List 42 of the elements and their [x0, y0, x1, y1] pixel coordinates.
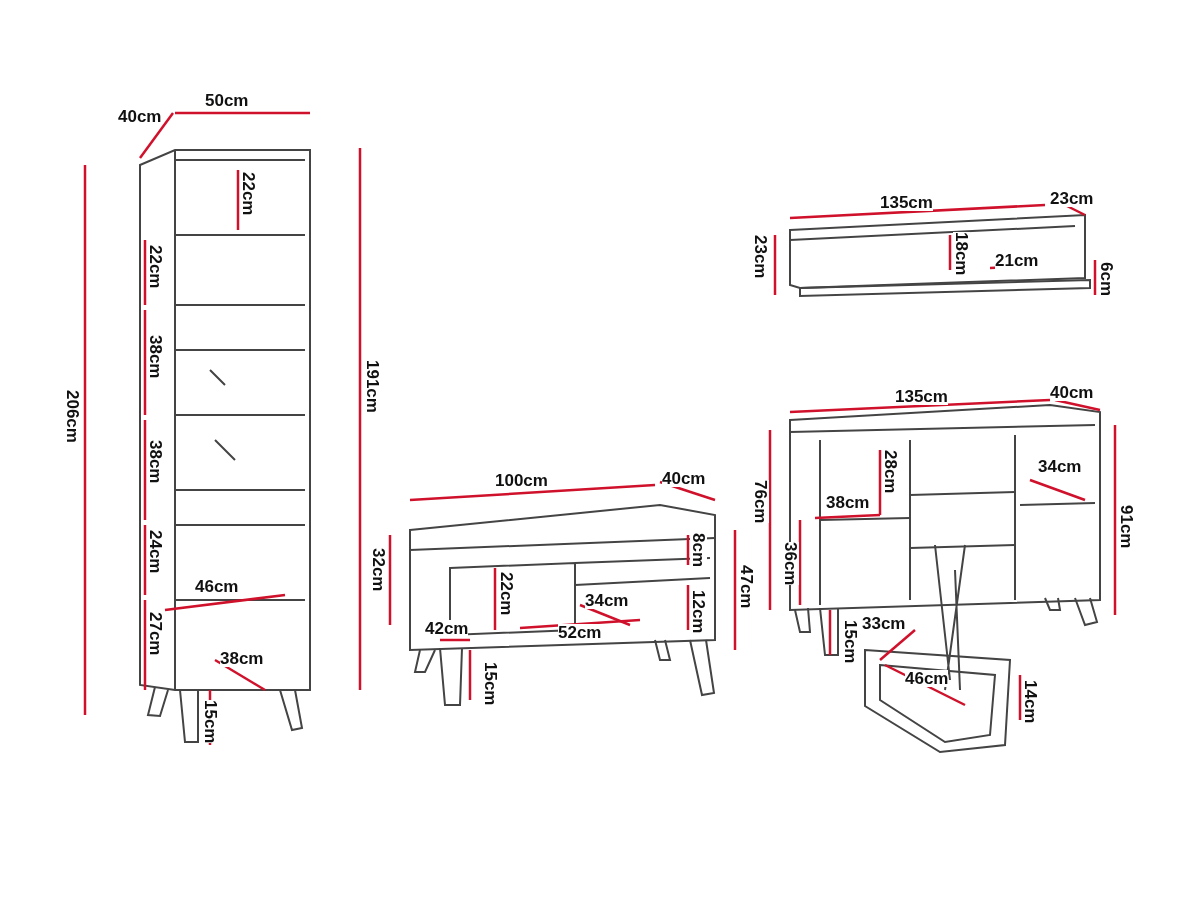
dimension-label: 12cm: [690, 590, 707, 634]
dimension-label: 36cm: [782, 542, 799, 586]
dimension-label: 38cm: [147, 440, 164, 484]
dimension-label: 22cm: [498, 572, 515, 616]
dimension-label: 135cm: [895, 388, 948, 405]
dimension-label: 50cm: [205, 92, 249, 109]
dimension-label: 28cm: [882, 450, 899, 494]
dimension-label: 47cm: [738, 565, 755, 609]
dimension-label: 40cm: [662, 470, 706, 487]
dimension-label: 23cm: [1050, 190, 1094, 207]
dimension-label: 15cm: [842, 620, 859, 664]
dimension-label: 52cm: [558, 624, 602, 641]
dimension-label: 76cm: [752, 480, 769, 524]
dimension-label: 100cm: [495, 472, 548, 489]
dimension-label: 46cm: [195, 578, 239, 595]
dimension-label: 14cm: [1022, 680, 1039, 724]
dimension-label: 15cm: [202, 700, 219, 744]
dimension-label: 191cm: [364, 360, 381, 413]
dimension-label: 6cm: [1098, 262, 1115, 297]
dimension-label: 21cm: [995, 252, 1039, 269]
dimension-label: 91cm: [1118, 505, 1135, 549]
dimension-label: 23cm: [752, 235, 769, 279]
dimension-label: 8cm: [690, 533, 707, 568]
dimension-label: 40cm: [118, 108, 162, 125]
dimension-label: 38cm: [147, 335, 164, 379]
dimension-label: 34cm: [1038, 458, 1082, 475]
dimension-label: 15cm: [482, 662, 499, 706]
dimension-label: 46cm: [905, 670, 949, 687]
dimension-label: 22cm: [240, 172, 257, 216]
dimension-label: 34cm: [585, 592, 629, 609]
dimension-label: 22cm: [147, 245, 164, 289]
dimension-label: 42cm: [425, 620, 469, 637]
dimension-label: 24cm: [147, 530, 164, 574]
dimension-label: 40cm: [1050, 384, 1094, 401]
dimension-label: 18cm: [953, 232, 970, 276]
dimension-label: 27cm: [147, 612, 164, 656]
dimension-label: 135cm: [880, 194, 933, 211]
dimension-label: 38cm: [826, 494, 870, 511]
dimension-label: 206cm: [64, 390, 81, 443]
dimension-label: 38cm: [220, 650, 264, 667]
dimension-label: 32cm: [370, 548, 387, 592]
dimension-label: 33cm: [862, 615, 906, 632]
